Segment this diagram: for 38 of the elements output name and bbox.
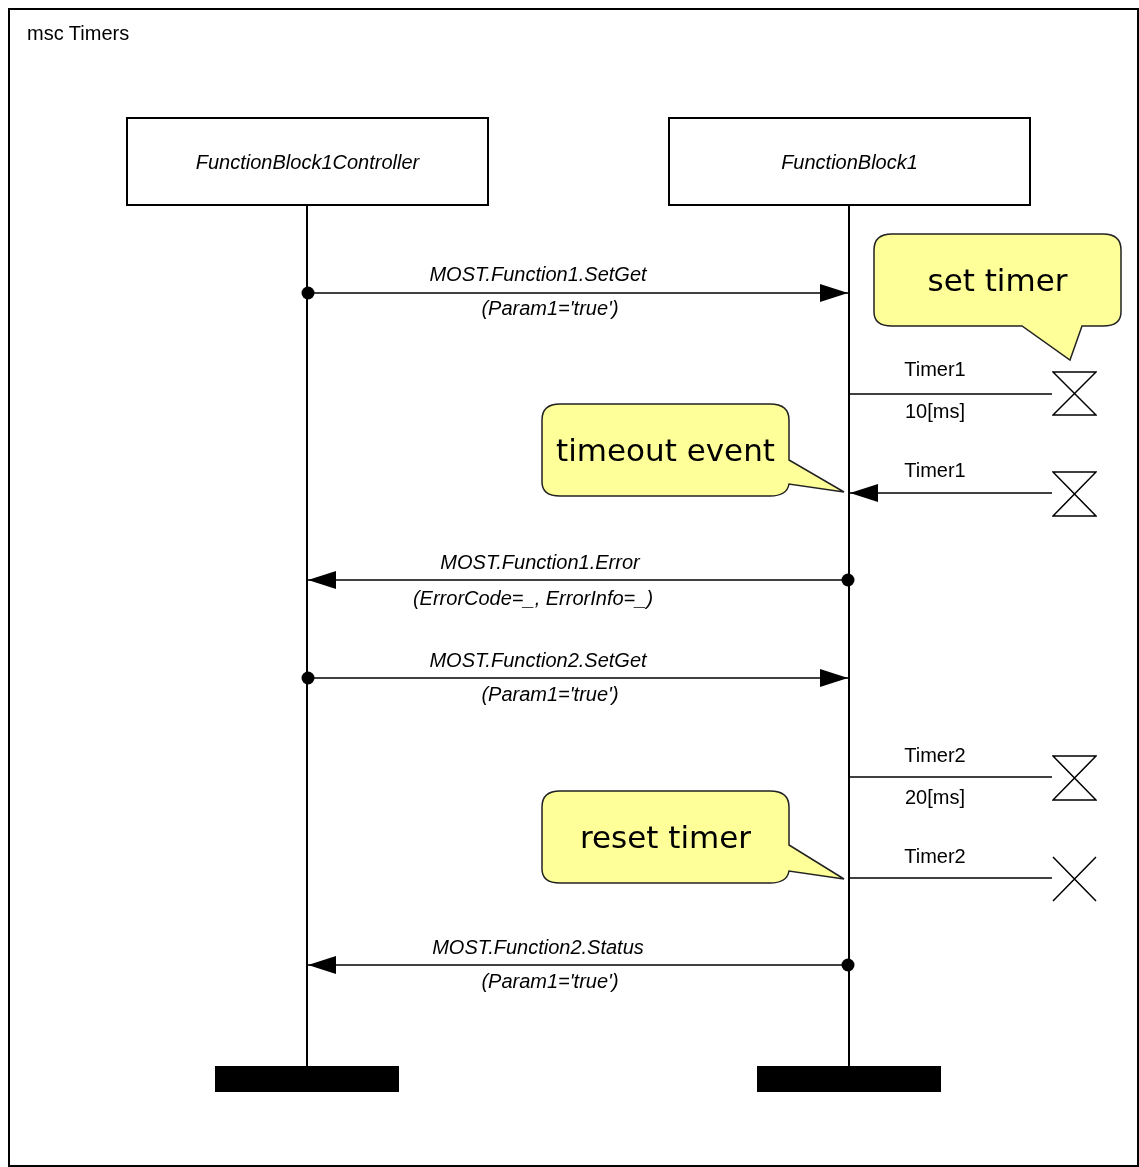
edge-label: Timer2 <box>904 742 966 768</box>
instance-name: FunctionBlock1 <box>781 149 918 175</box>
callout-bubble <box>872 232 1123 362</box>
frame-title: msc Timers <box>27 21 130 46</box>
message-parameters: (Param1='true') <box>481 968 619 994</box>
timer-duration: 10[ms] <box>905 398 965 424</box>
timer-hourglass-icon <box>1052 371 1097 416</box>
callout-bubble <box>540 789 846 885</box>
instance-box <box>126 117 489 206</box>
callout-text: set timer <box>927 260 1068 300</box>
timer-reset-cross-icon <box>1052 856 1097 902</box>
timer-line <box>849 877 1053 879</box>
timer-duration: 20[ms] <box>905 784 965 810</box>
instance-box <box>668 117 1031 206</box>
message-parameters: (Param1='true') <box>481 295 619 321</box>
callout-text: timeout event <box>556 430 775 470</box>
timer-hourglass-icon <box>1052 755 1097 801</box>
timer-hourglass-icon <box>1052 471 1097 517</box>
lifeline <box>306 206 308 1066</box>
edge-label: MOST.Function2.Status <box>432 934 644 960</box>
instance-name: FunctionBlock1Controller <box>195 149 420 175</box>
edge-label: MOST.Function1.Error <box>440 549 640 575</box>
edge-label: MOST.Function1.SetGet <box>429 261 647 287</box>
lifeline-end-bar <box>215 1066 399 1092</box>
message-arrow <box>307 956 855 974</box>
message-arrow <box>307 571 855 589</box>
callout-bubble <box>540 402 846 498</box>
callout-text: reset timer <box>579 817 752 857</box>
edge-label: Timer1 <box>904 356 966 382</box>
message-arrow <box>301 284 849 302</box>
lifeline <box>848 206 850 1066</box>
message-arrow <box>301 669 849 687</box>
message-parameters: (ErrorCode=_, ErrorInfo=_) <box>412 585 654 611</box>
edge-label: Timer2 <box>904 843 966 869</box>
lifeline-end-bar <box>757 1066 941 1092</box>
edge-label: MOST.Function2.SetGet <box>429 647 647 673</box>
message-parameters: (Param1='true') <box>481 681 619 707</box>
edge-label: Timer1 <box>904 457 966 483</box>
